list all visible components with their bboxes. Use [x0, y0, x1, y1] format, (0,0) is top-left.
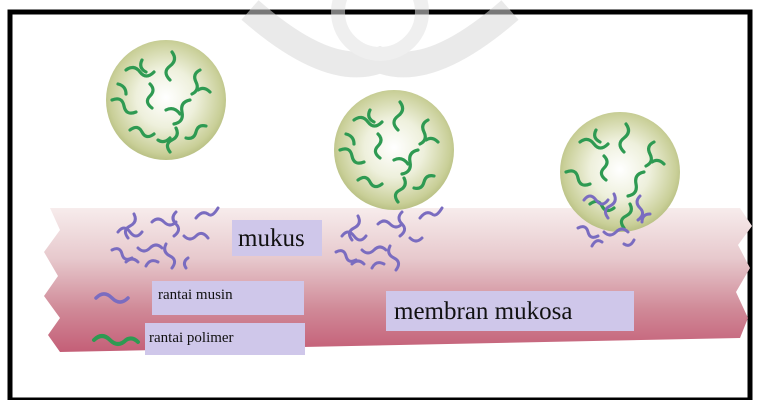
label-membran-mukosa: membran mukosa [386, 291, 634, 331]
polymer-particle-2 [334, 90, 454, 210]
polymer-particle-1 [106, 40, 226, 160]
legend-label-rantai-musin: rantai musin [152, 281, 304, 315]
legend-label-rantai-polimer: rantai polimer [145, 323, 305, 355]
label-mukus: mukus [232, 220, 322, 256]
